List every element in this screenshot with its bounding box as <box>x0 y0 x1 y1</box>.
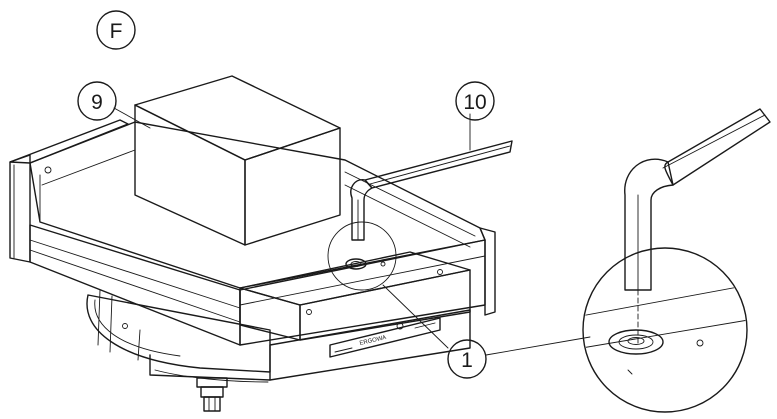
rotary-base <box>86 289 271 383</box>
screw-highlight-small <box>327 221 397 291</box>
callout-9-label: 9 <box>91 91 103 114</box>
callout-1: 1 <box>447 339 487 379</box>
workpiece-top-face <box>134 75 341 161</box>
zoom-detail <box>582 108 771 413</box>
bottom-bolt <box>196 377 228 412</box>
callout-10-label: 10 <box>463 91 486 114</box>
callout-view-f: F <box>96 10 136 50</box>
workpiece-front-face <box>134 104 246 246</box>
workpiece-side-face <box>244 127 341 246</box>
callout-9: 9 <box>77 81 117 121</box>
callout-1-label: 1 <box>461 349 473 372</box>
hex-key-on-vise <box>350 140 513 241</box>
callout-view-f-label: F <box>110 20 123 43</box>
nameplate-text: ERGOWA <box>359 335 387 347</box>
callout-10: 10 <box>455 81 495 121</box>
nameplate: ERGOWA <box>329 317 441 358</box>
leader-lines <box>113 107 591 356</box>
workpiece-block <box>134 75 341 246</box>
vise-body <box>9 119 496 381</box>
